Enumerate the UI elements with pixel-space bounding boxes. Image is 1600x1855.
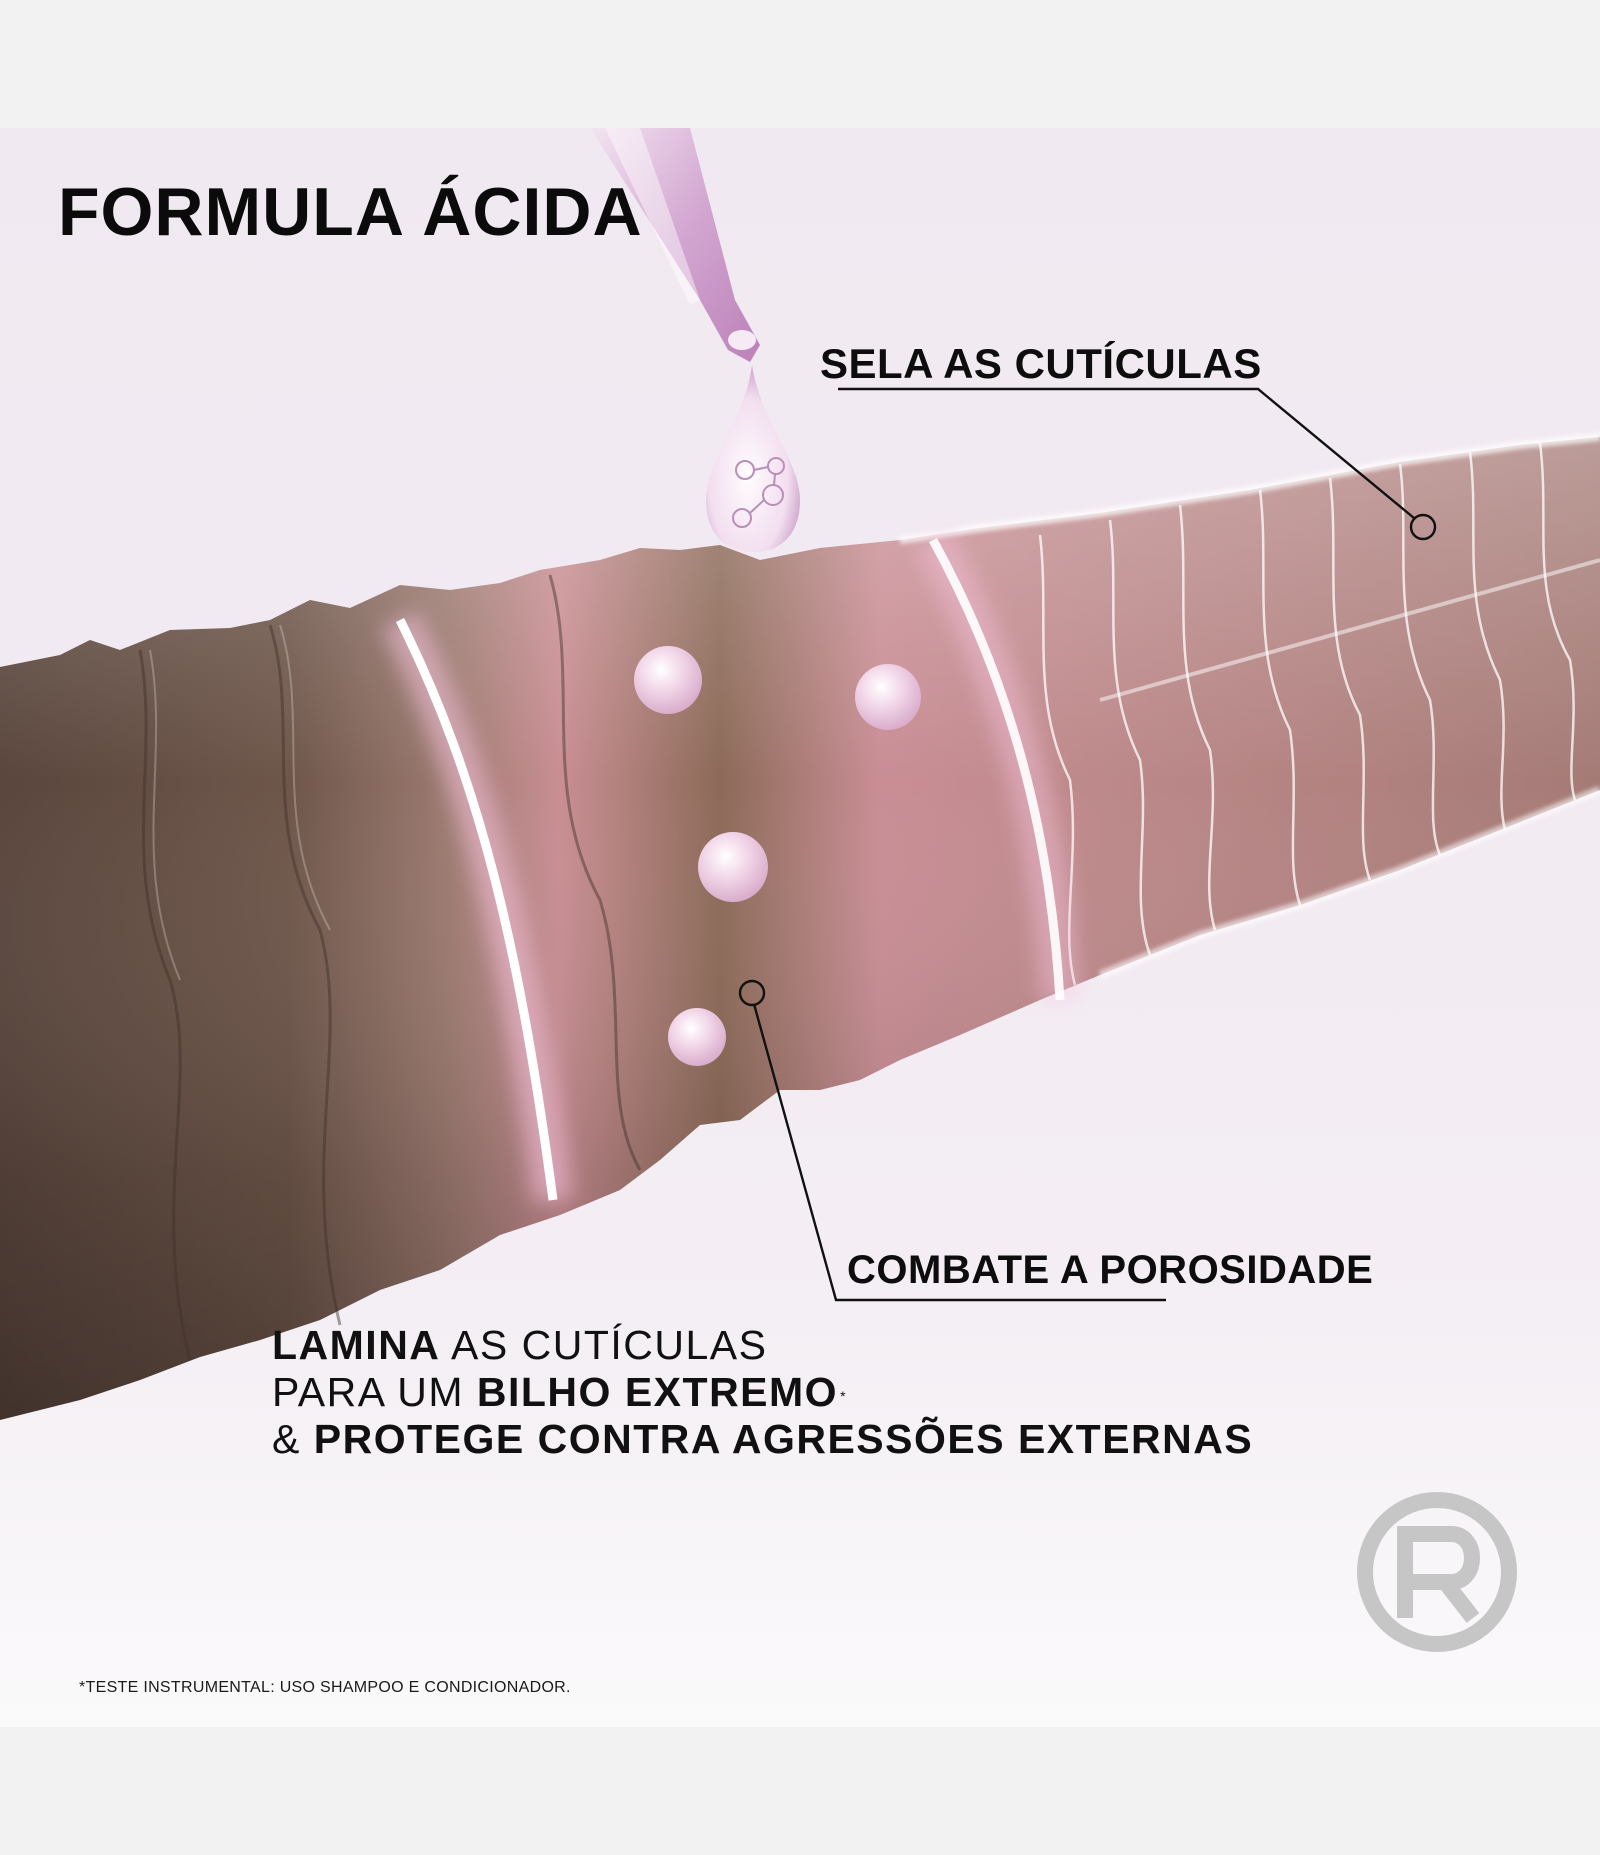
claim-line-3: & PROTEGE CONTRA AGRESSÕES EXTERNAS	[272, 1416, 1253, 1463]
claim-line-2-bold: BILHO EXTREMO	[476, 1369, 839, 1415]
callout-seals-cuticles: SELA AS CUTÍCULAS	[820, 340, 1262, 387]
hair-fiber	[0, 433, 1600, 1420]
sealing-rings	[382, 530, 1080, 1203]
page-title: FORMULA ÁCIDA	[58, 174, 643, 250]
pearl-beads	[634, 646, 921, 1066]
droplet-with-molecules	[706, 365, 800, 552]
hair-fiber-illustration	[0, 128, 1600, 1420]
top-margin-band	[0, 0, 1600, 128]
product-infographic-panel	[0, 128, 1600, 1727]
callout-fights-porosity: COMBATE A POROSIDADE	[847, 1248, 1374, 1292]
claim-line-3-regular: &	[272, 1416, 314, 1462]
claim-line-1-regular: AS CUTÍCULAS	[440, 1322, 768, 1368]
claim-line-1: LAMINA AS CUTÍCULAS	[272, 1322, 1253, 1369]
claim-line-1-bold: LAMINA	[272, 1322, 441, 1368]
bottom-margin-band	[0, 1727, 1600, 1855]
dropper	[590, 128, 760, 362]
footnote-disclaimer: *TESTE INSTRUMENTAL: USO SHAMPOO E CONDI…	[79, 1679, 571, 1696]
claim-line-3-bold: PROTEGE CONTRA AGRESSÕES EXTERNAS	[313, 1416, 1254, 1462]
callout-leader-lines	[738, 387, 1437, 1302]
claim-line-2: PARA UM BILHO EXTREMO*	[272, 1369, 1253, 1416]
benefit-claim: LAMINA AS CUTÍCULAS PARA UM BILHO EXTREM…	[272, 1322, 1253, 1463]
brand-logo-icon	[1357, 1492, 1517, 1652]
footnote-asterisk: *	[840, 1388, 848, 1404]
claim-line-2-regular: PARA UM	[272, 1369, 477, 1415]
